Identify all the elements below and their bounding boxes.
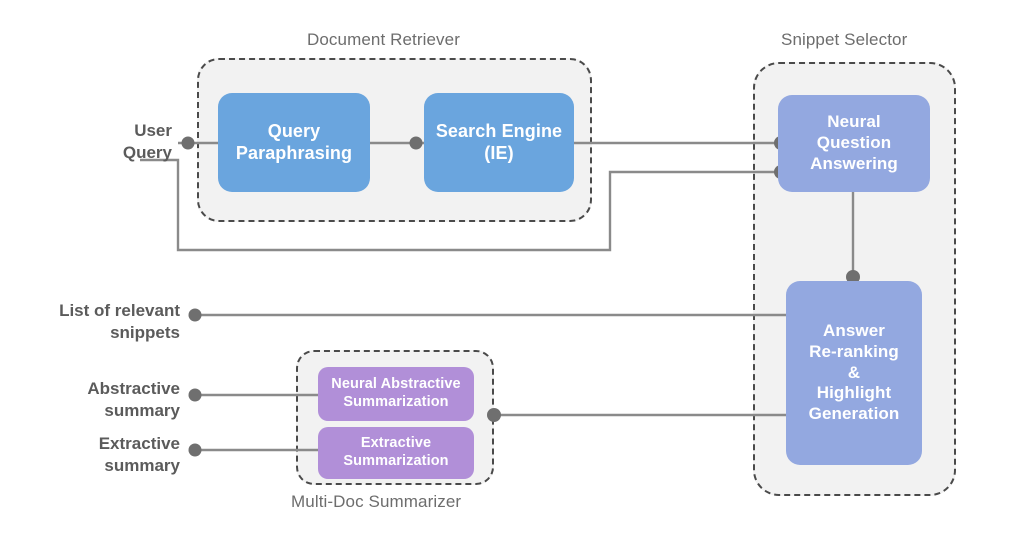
label-user-query: User Query [122,121,172,163]
label-list-of-relevant-snippets: List of relevant snippets [59,301,180,343]
caption-document-retriever: Document Retriever [307,30,460,49]
caption-multi-doc-summarizer: Multi-Doc Summarizer [291,492,462,511]
label-abstractive-summary: Abstractive summary [87,379,180,421]
node-answer-reranking-highlight-generation[interactable]: Answer Re-ranking & Highlight Generation [786,281,922,465]
port-user-query [181,136,195,150]
port-abstractive-label [188,388,202,402]
node-neural-question-answering[interactable]: Neural Question Answering [778,95,930,192]
node-search-engine[interactable]: Search Engine (IE) [424,93,574,192]
node-neural-abstractive-summarization[interactable]: Neural Abstractive Summarization [318,367,474,421]
port-extractive-label [188,443,202,457]
port-snippets-label [188,308,202,322]
node-query-paraphrasing[interactable]: Query Paraphrasing [218,93,370,192]
node-extractive-summarization[interactable]: Extractive Summarization [318,427,474,479]
label-extractive-summary: Extractive summary [98,434,180,476]
caption-snippet-selector: Snippet Selector [781,30,908,49]
